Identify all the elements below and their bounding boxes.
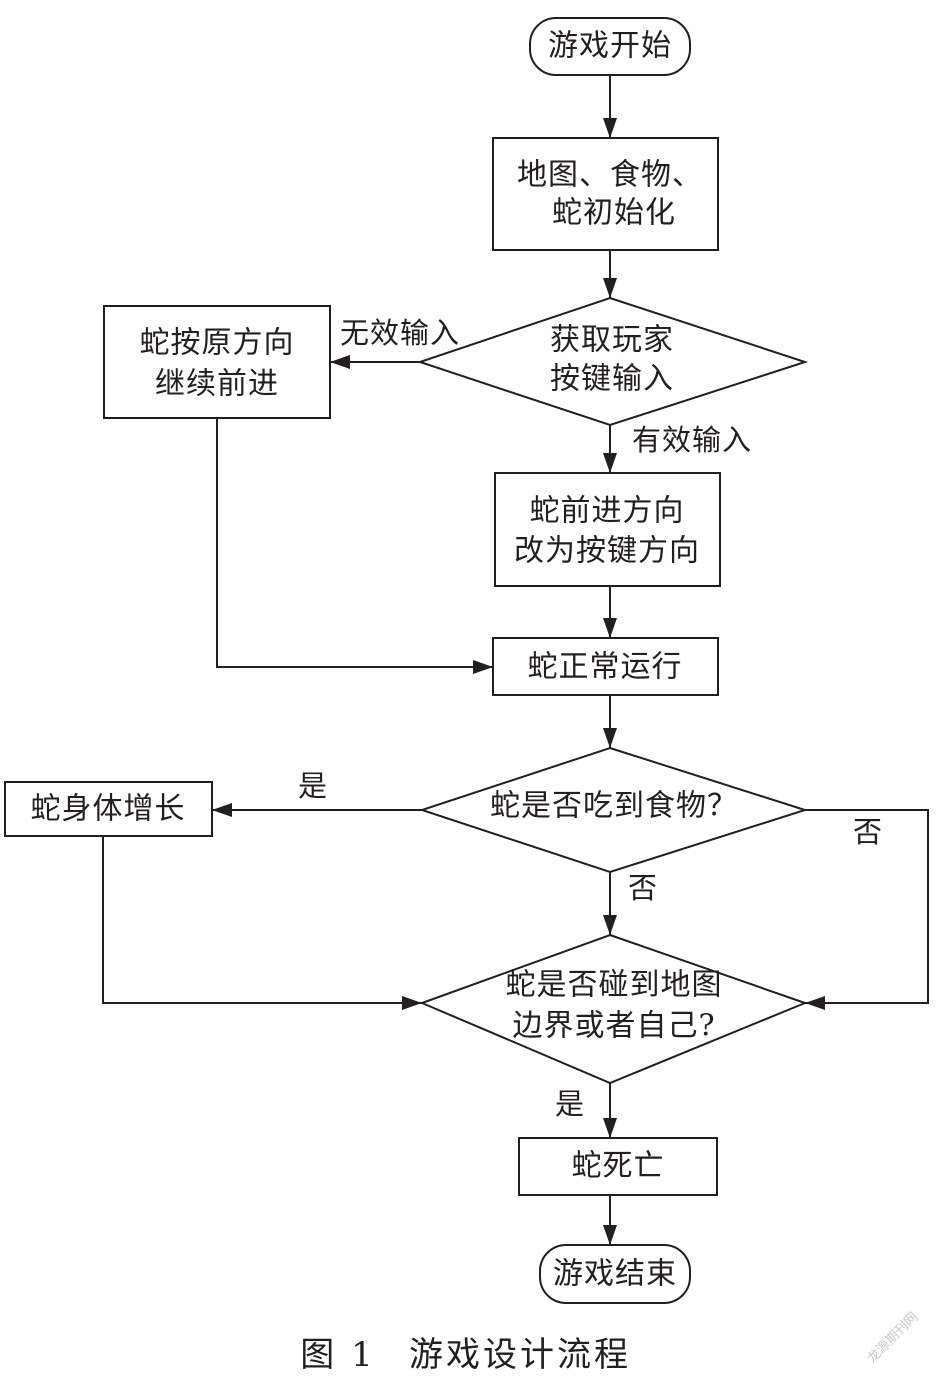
decision-collision-line-2: 边界或者自己? xyxy=(512,1009,715,1044)
figure-caption-label: 图 1 xyxy=(300,1335,375,1375)
node-keep-direction-line-1: 蛇按原方向 xyxy=(140,326,295,361)
node-change-direction-line-2: 改为按键方向 xyxy=(514,534,700,569)
decision-eat-food-label: 蛇是否吃到食物？ xyxy=(490,789,738,824)
decision-get-input-line-1: 获取玩家 xyxy=(550,323,674,358)
node-run-label: 蛇正常运行 xyxy=(528,650,683,685)
node-run: 蛇正常运行 xyxy=(492,637,719,696)
decision-collision: 蛇是否碰到地图 边界或者自己? xyxy=(419,933,808,1085)
node-grow: 蛇身体增长 xyxy=(4,781,213,837)
edge-label-invalid-input: 无效输入 xyxy=(340,316,460,350)
arrow-eat-no-right xyxy=(805,809,929,1010)
edge-label-eat-yes: 是 xyxy=(298,769,328,803)
node-init-line-2: 蛇初始化 xyxy=(552,196,676,231)
edge-label-collide-yes: 是 xyxy=(555,1087,585,1121)
arrow-keep-to-run xyxy=(216,418,493,674)
node-change-direction: 蛇前进方向 改为按键方向 xyxy=(494,472,721,587)
node-start-label: 游戏开始 xyxy=(548,29,672,64)
node-change-direction-line-1: 蛇前进方向 xyxy=(530,494,685,529)
node-die-label: 蛇死亡 xyxy=(572,1149,665,1184)
edge-label-valid-input: 有效输入 xyxy=(632,423,752,457)
decision-collision-line-1: 蛇是否碰到地图 xyxy=(506,968,723,1003)
node-end: 游戏结束 xyxy=(539,1244,691,1304)
watermark: 龙源期刊网 xyxy=(865,1310,922,1367)
node-init-line-1: 地图、食物、 xyxy=(517,158,703,193)
edge-label-eat-no-right: 否 xyxy=(853,815,883,849)
node-init: 地图、食物、 蛇初始化 xyxy=(492,137,719,251)
arrow-grow-to-collision xyxy=(102,836,422,1010)
node-start: 游戏开始 xyxy=(529,17,691,76)
decision-get-input: 获取玩家 按键输入 xyxy=(416,296,809,427)
figure-caption-title: 游戏设计流程 xyxy=(409,1335,631,1375)
node-keep-direction-line-2: 继续前进 xyxy=(155,367,279,402)
node-end-label: 游戏结束 xyxy=(553,1257,677,1292)
node-die: 蛇死亡 xyxy=(518,1137,718,1196)
node-keep-direction: 蛇按原方向 继续前进 xyxy=(103,305,331,419)
decision-eat-food: 蛇是否吃到食物？ xyxy=(418,746,809,874)
decision-get-input-line-2: 按键输入 xyxy=(550,362,674,397)
edge-label-eat-no-down: 否 xyxy=(628,871,658,905)
node-grow-label: 蛇身体增长 xyxy=(31,792,186,827)
